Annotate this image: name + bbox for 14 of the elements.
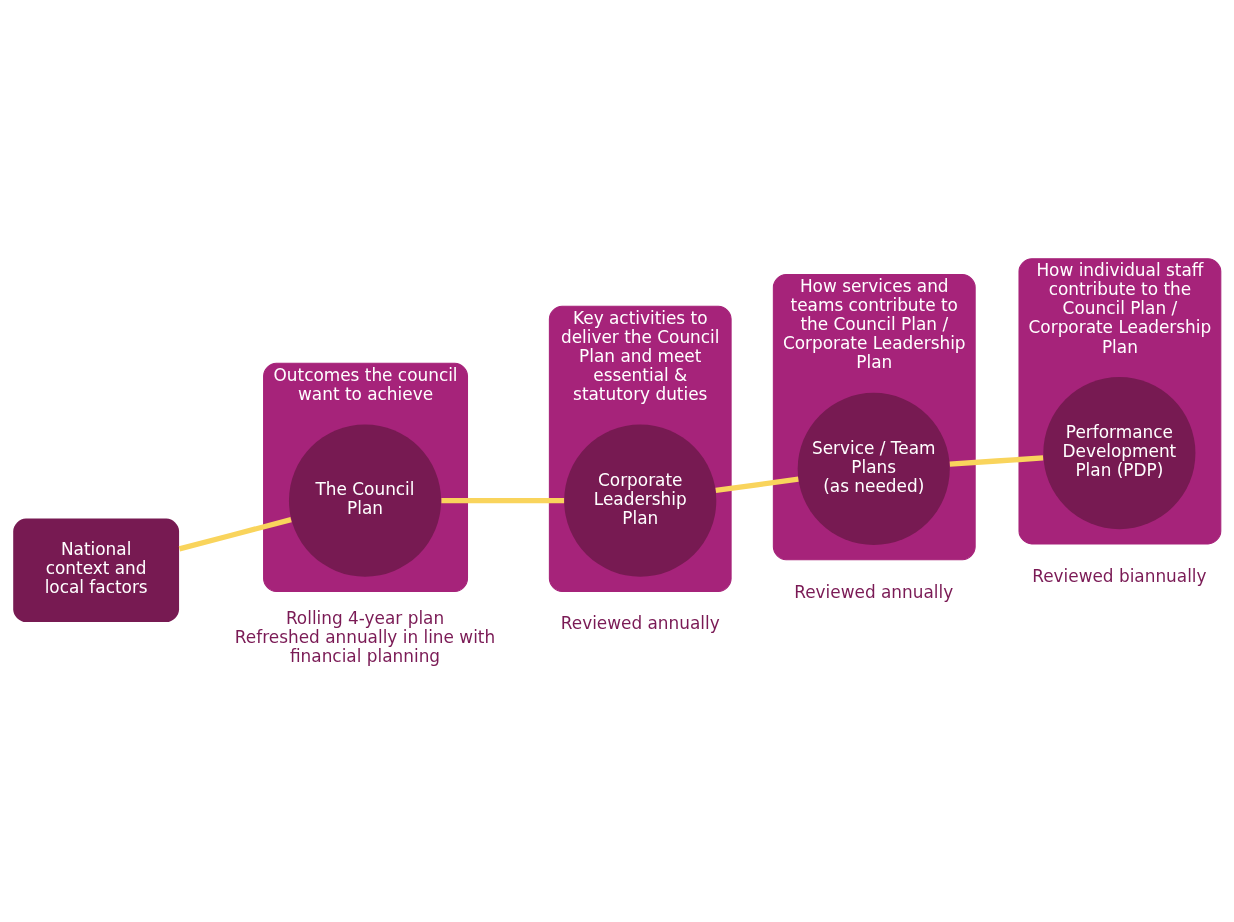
node-label: Reviewed annually [560, 613, 720, 634]
node-circle: Performance Development Plan (PDP) [1043, 377, 1196, 530]
node-circle: Corporate Leadership Plan [564, 424, 717, 577]
node-label: Refreshed annually in line with financial planning [234, 627, 496, 667]
node-circle: The Council Plan [288, 424, 442, 577]
node-circle: Service / Team Plans (as needed) [797, 392, 950, 545]
node-label: Reviewed annually [794, 581, 954, 602]
node-label: Rolling 4-year plan [285, 608, 445, 629]
node-box: National context and local factors [13, 518, 180, 623]
connector [715, 476, 799, 494]
connector [178, 517, 292, 552]
connector [949, 455, 1044, 467]
node-label: Reviewed biannually [1032, 565, 1207, 586]
connector [441, 498, 565, 504]
